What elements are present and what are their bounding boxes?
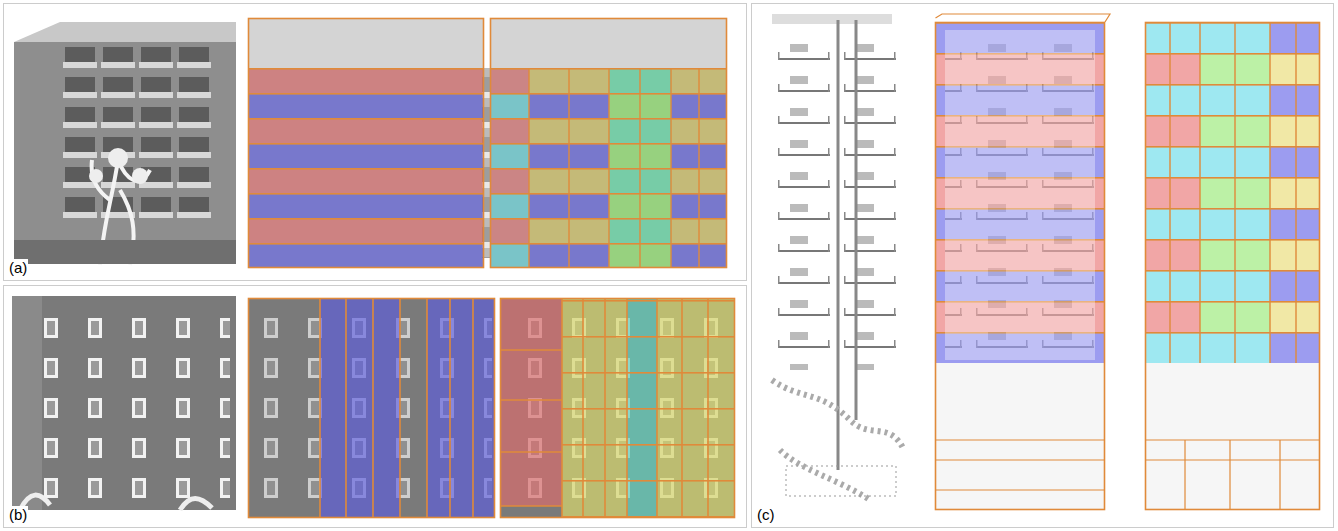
panel-frame bbox=[752, 4, 1334, 528]
point-cloud-c bbox=[770, 14, 906, 500]
panel-label: (c) bbox=[756, 506, 776, 523]
cell-segmentation-b bbox=[500, 298, 735, 518]
floor-segmentation-c bbox=[935, 14, 1110, 510]
cell-segmentation-a bbox=[490, 18, 727, 268]
point-cloud-a bbox=[14, 22, 236, 265]
column-segmentation-b bbox=[248, 298, 495, 518]
panel-label: (b) bbox=[8, 506, 28, 523]
point-cloud-b bbox=[12, 296, 236, 510]
panel-frame bbox=[4, 286, 747, 528]
panel-frame bbox=[4, 4, 747, 281]
panel-label: (a) bbox=[8, 259, 28, 276]
cell-segmentation-c bbox=[1145, 22, 1320, 510]
